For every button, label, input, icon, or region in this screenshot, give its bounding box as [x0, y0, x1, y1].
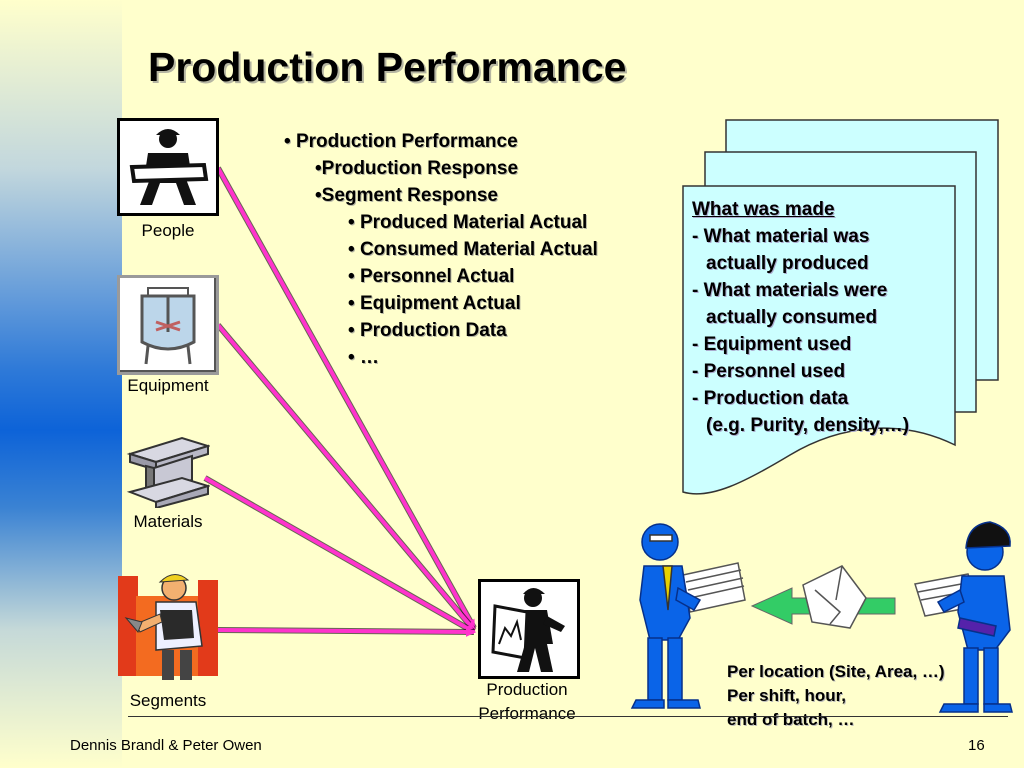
location-note: Per location (Site, Area, …) Per shift, …	[727, 660, 945, 732]
notes-item-continuation: actually produced	[706, 253, 869, 274]
bullet-item: • Production Data	[348, 320, 507, 341]
notes-item: - Production data	[692, 388, 849, 409]
target-label-line1: Production	[486, 680, 568, 699]
equipment-label: Equipment	[127, 376, 209, 395]
bullet-item: • Equipment Actual	[348, 293, 521, 314]
notes-item-text: Equipment used	[703, 334, 852, 355]
location-note-line: Per location (Site, Area, …)	[727, 662, 945, 681]
materials-label: Materials	[133, 512, 203, 531]
bullet-text: Production Performance	[295, 131, 518, 152]
notes-item-text: What materials were	[703, 280, 888, 301]
bullet-item: •Production Response	[315, 158, 519, 179]
bullet-item: • Personnel Actual	[348, 266, 515, 287]
bullet-item: • …	[348, 347, 379, 368]
bullet-item: • Produced Material Actual	[348, 212, 588, 233]
production-performance-label: Production Performance	[460, 678, 594, 726]
bullet-text: Production Response	[321, 158, 519, 179]
connector-lines	[203, 166, 477, 637]
bullet-text: Consumed Material Actual	[359, 239, 598, 260]
bullet-item: • Production Performance	[284, 131, 518, 152]
target-label-line2: Performance	[478, 704, 576, 723]
delivering-worker-figure	[936, 521, 1013, 713]
notes-item-continuation: actually consumed	[706, 307, 878, 328]
bullet-text: Segment Response	[321, 185, 498, 206]
notes-item-text: What material was	[703, 226, 870, 247]
document-stack	[682, 119, 999, 495]
bullet-text: Produced Material Actual	[359, 212, 588, 233]
segments-label: Segments	[129, 691, 207, 710]
notes-item-text: Production data	[703, 388, 849, 409]
bullet-text: Personnel Actual	[359, 266, 515, 287]
bullet-item: • Consumed Material Actual	[348, 239, 598, 260]
paper-stack-icon	[682, 562, 979, 629]
bullet-item: •Segment Response	[315, 185, 498, 206]
location-note-line: end of batch, …	[727, 710, 855, 729]
materials-icon	[126, 434, 212, 510]
production-performance-icon	[478, 579, 580, 679]
notes-item: - What material was	[692, 226, 870, 247]
page-title: Production Performance	[148, 44, 627, 90]
left-gradient-bar	[0, 0, 122, 768]
notes-item-continuation: (e.g. Purity, density,…)	[706, 415, 910, 436]
people-label: People	[141, 221, 195, 240]
notes-item-text: Personnel used	[703, 361, 846, 382]
bullet-text: Production Data	[359, 320, 507, 341]
notes-heading: What was made	[692, 199, 835, 220]
document-notes: What was made - What material was actual…	[692, 196, 909, 439]
notes-item: - Equipment used	[692, 334, 852, 355]
people-icon	[117, 118, 219, 216]
bullet-list: • Production Performance •Production Res…	[284, 128, 598, 371]
bullet-text: Equipment Actual	[359, 293, 521, 314]
equipment-icon	[117, 275, 219, 375]
notes-item: - What materials were	[692, 280, 888, 301]
segments-icon	[116, 566, 220, 684]
bullet-text: …	[359, 347, 379, 368]
page-number: 16	[968, 737, 985, 754]
receiving-worker-figure	[630, 523, 702, 709]
footer-authors: Dennis Brandl & Peter Owen	[70, 737, 262, 754]
location-note-line: Per shift, hour,	[727, 686, 847, 705]
footer-divider	[128, 716, 1008, 717]
notes-item: - Personnel used	[692, 361, 846, 382]
